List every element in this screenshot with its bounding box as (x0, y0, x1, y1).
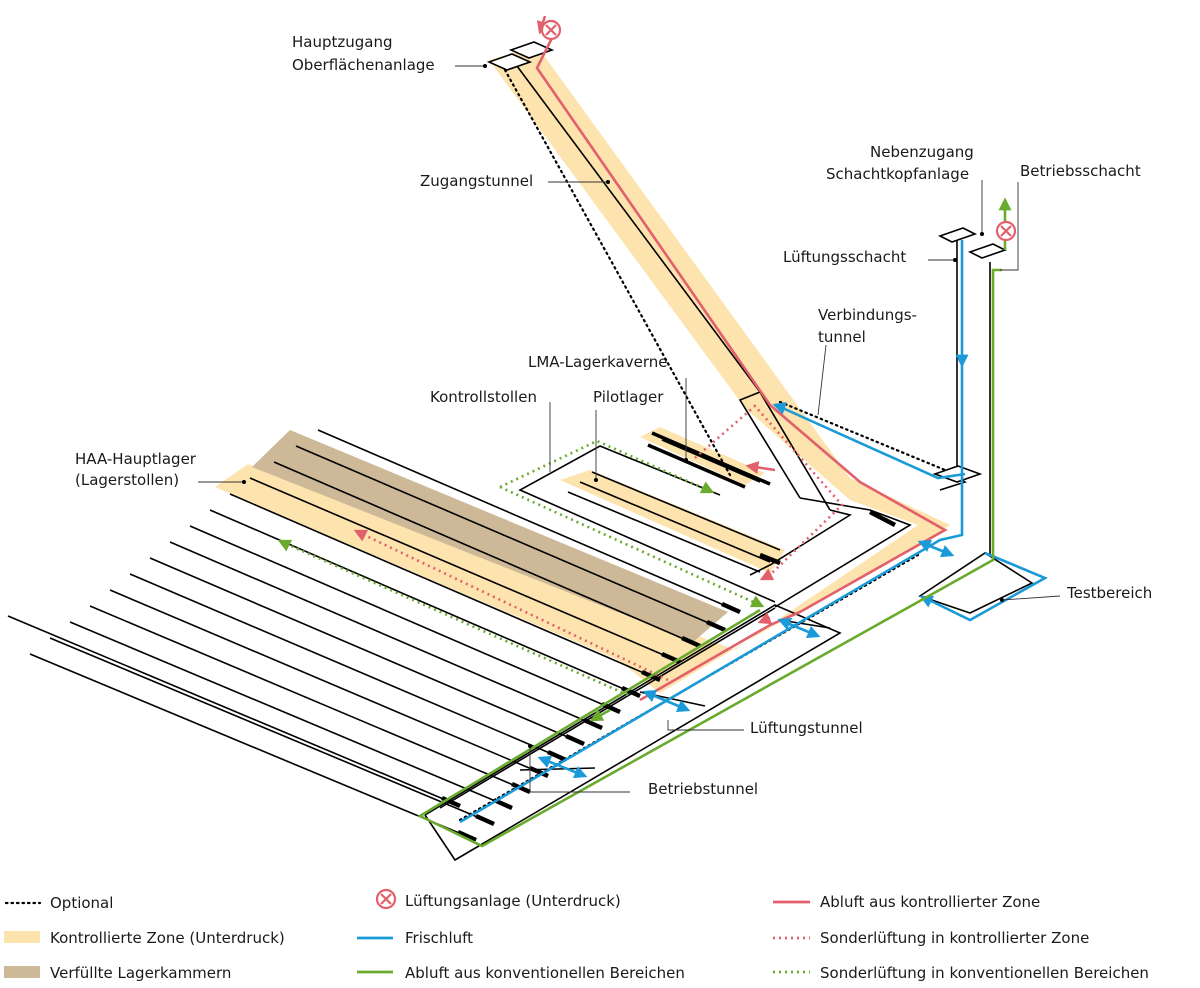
label-leader-lines (198, 65, 1061, 793)
haa-storage-tunnels (7, 429, 741, 841)
fan-cross-circle-icon (540, 19, 562, 41)
legend-ventilation-unit: Lüftungsanlage (Unterdruck) (405, 892, 621, 910)
label-betriebsschacht: Betriebsschacht (1020, 162, 1141, 180)
label-nebenzugang: Nebenzugang (870, 143, 974, 161)
label-schachtkopfanlage: Schachtkopfanlage (826, 165, 969, 183)
kontrollstollen-pilotlager (518, 445, 781, 603)
label-lueftungsschacht: Lüftungsschacht (783, 248, 906, 266)
legend: Optional Kontrollierte Zone (Unterdruck)… (4, 888, 1149, 982)
label-hauptzugang: Hauptzugang (292, 33, 393, 51)
label-testbereich: Testbereich (1066, 584, 1152, 602)
label-betriebstunnel: Betriebstunnel (648, 780, 758, 798)
special-controlled-routes (353, 404, 844, 682)
label-kontrollstollen: Kontrollstollen (430, 388, 537, 406)
legend-exhaust-conventional: Abluft aus konventionellen Bereichen (405, 964, 685, 982)
fresh-air-routes (459, 240, 1048, 824)
leader-dots (242, 64, 1004, 748)
legend-exhaust-controlled: Abluft aus kontrollierter Zone (820, 893, 1040, 911)
legend-optional: Optional (50, 894, 113, 912)
label-lma-lagerkaverne: LMA-Lagerkaverne (528, 353, 667, 371)
label-verbindungstunnel-1: Verbindungs- (818, 306, 917, 324)
network-plugs (759, 510, 897, 566)
label-lueftungstunnel: Lüftungstunnel (750, 719, 863, 737)
legend-swatch-controlled-zone (4, 931, 40, 943)
backfilled-chambers (252, 430, 728, 642)
label-verbindungstunnel-2: tunnel (818, 328, 866, 346)
label-lagerstollen: (Lagerstollen) (75, 471, 179, 489)
legend-special-conventional: Sonderlüftung in konventionellen Bereich… (820, 964, 1149, 982)
legend-swatch-backfilled (4, 966, 40, 978)
legend-controlled-zone: Kontrollierte Zone (Unterdruck) (50, 929, 285, 947)
label-pilotlager: Pilotlager (593, 388, 664, 406)
fan-cross-circle-icon (995, 220, 1017, 242)
label-haa-hauptlager: HAA-Hauptlager (75, 450, 197, 468)
fan-cross-circle-icon (375, 888, 397, 910)
special-conventional-routes (277, 439, 765, 722)
label-oberflaechenanlage: Oberflächenanlage (292, 56, 435, 74)
exhaust-controlled-routes (535, 15, 948, 702)
legend-fresh-air: Frischluft (405, 929, 473, 947)
lma-cavern (647, 431, 771, 489)
legend-backfilled: Verfüllte Lagerkammern (50, 964, 231, 982)
legend-special-controlled: Sonderlüftung in kontrollierter Zone (820, 929, 1089, 947)
label-zugangstunnel: Zugangstunnel (420, 172, 533, 190)
